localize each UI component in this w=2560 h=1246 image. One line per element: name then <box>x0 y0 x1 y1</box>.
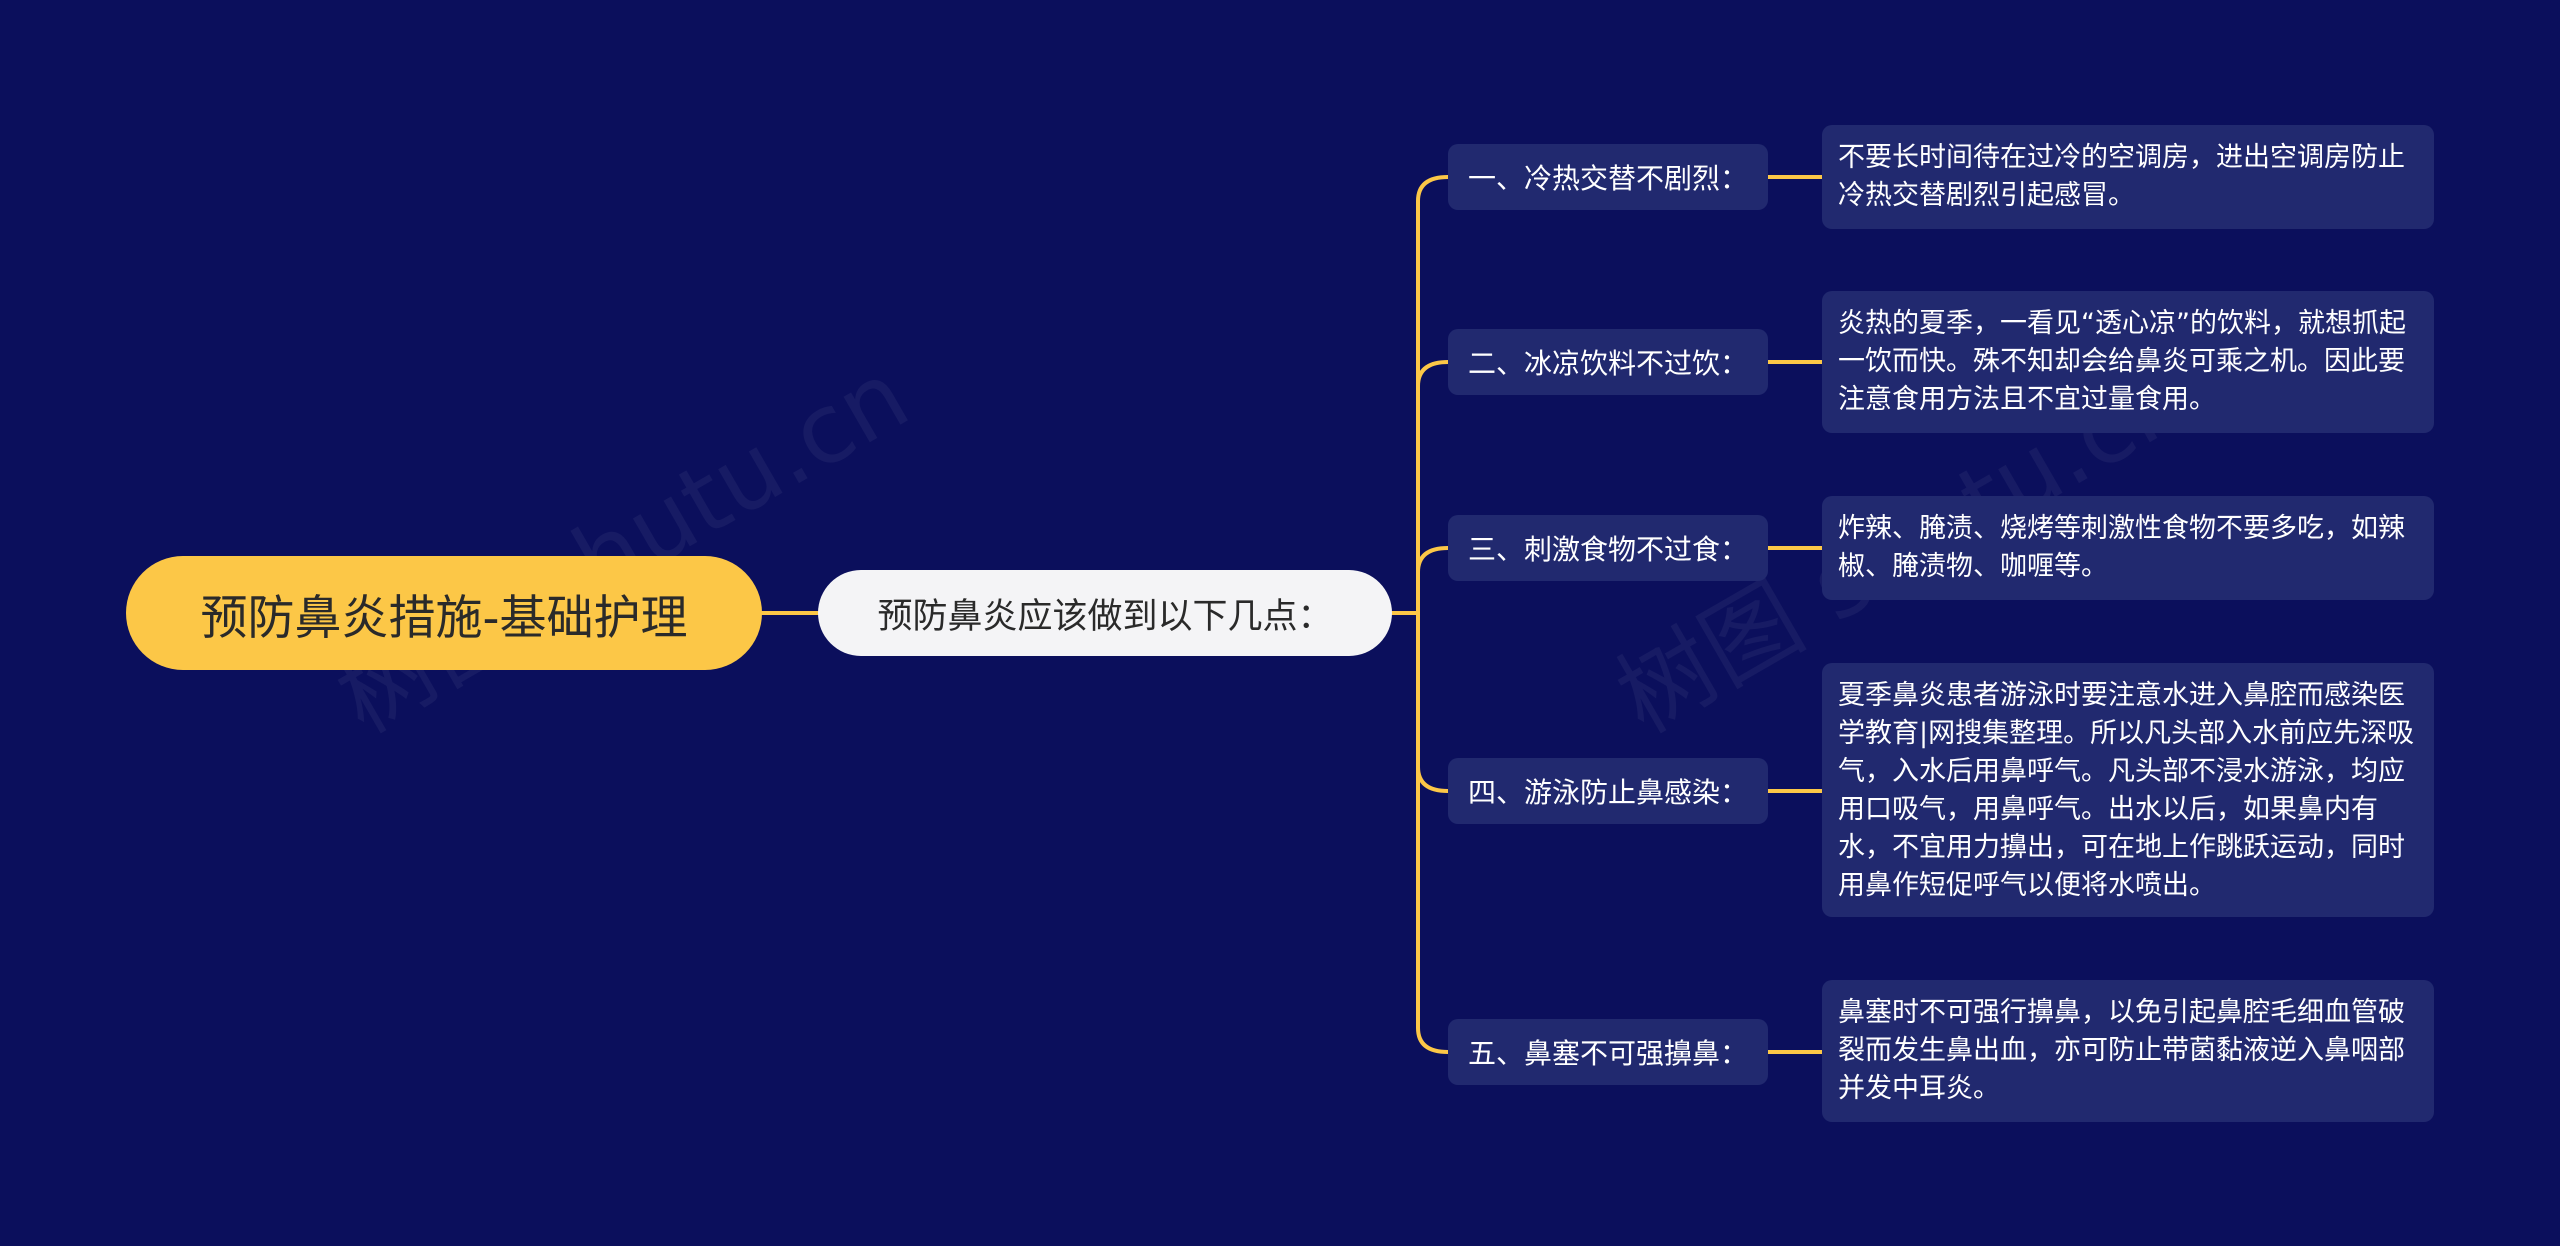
detail-topic-2[interactable]: 炎热的夏季，一看见“透心凉”的饮料，就想抓起一饮而快。殊不知却会给鼻炎可乘之机。… <box>1822 291 2434 433</box>
detail-topic-5[interactable]: 鼻塞时不可强行擤鼻，以免引起鼻腔毛细血管破裂而发生鼻出血，亦可防止带菌黏液逆入鼻… <box>1822 980 2434 1122</box>
branch-topic-1[interactable]: 一、冷热交替不剧烈： <box>1448 144 1768 210</box>
detail-topic-1[interactable]: 不要长时间待在过冷的空调房，进出空调房防止冷热交替剧烈引起感冒。 <box>1822 125 2434 229</box>
root-topic[interactable]: 预防鼻炎措施-基础护理 <box>126 556 762 670</box>
connector-branch-1 <box>1416 175 1450 615</box>
branch-topic-5[interactable]: 五、鼻塞不可强擤鼻： <box>1448 1019 1768 1085</box>
connector-branch-2 <box>1416 360 1450 615</box>
detail-topic-3[interactable]: 炸辣、腌渍、烧烤等刺激性食物不要多吃，如辣椒、腌渍物、咖喱等。 <box>1822 496 2434 600</box>
connector-branch-3 <box>1416 546 1450 615</box>
detail-topic-4[interactable]: 夏季鼻炎患者游泳时要注意水进入鼻腔而感染医学教育|网搜集整理。所以凡头部入水前应… <box>1822 663 2434 917</box>
branch-topic-2[interactable]: 二、冰凉饮料不过饮： <box>1448 329 1768 395</box>
branch-topic-4[interactable]: 四、游泳防止鼻感染： <box>1448 758 1768 824</box>
connector-branch-4 <box>1416 611 1450 793</box>
hub-topic[interactable]: 预防鼻炎应该做到以下几点： <box>818 570 1392 656</box>
connector-branch-5 <box>1416 611 1450 1054</box>
branch-topic-3[interactable]: 三、刺激食物不过食： <box>1448 515 1768 581</box>
